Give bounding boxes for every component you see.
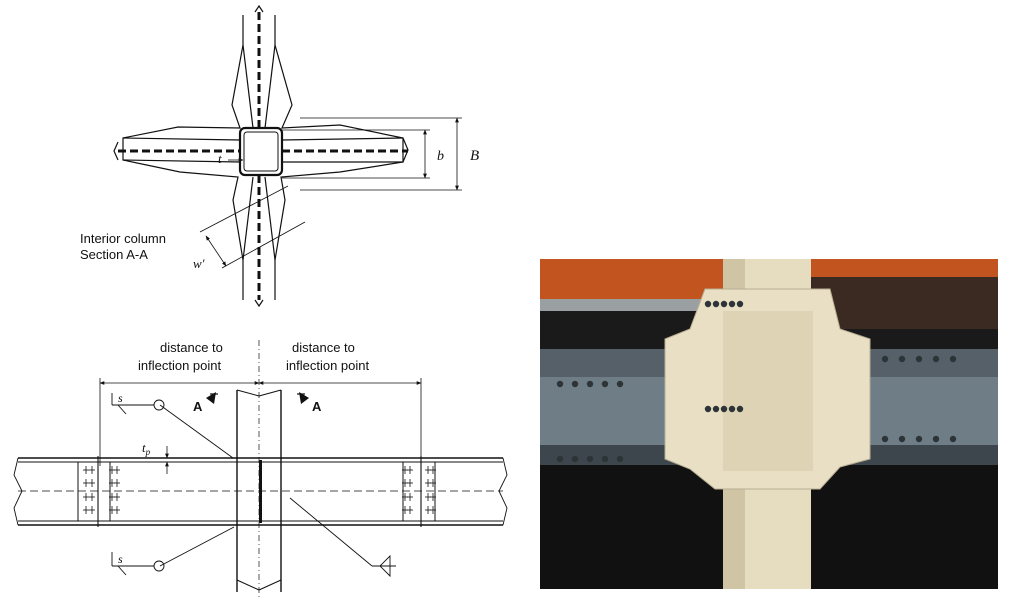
ext-line — [199, 185, 289, 233]
break-mark — [498, 457, 508, 526]
weld-leader-right — [289, 497, 373, 567]
left-dim-label-line1: distance to — [160, 340, 223, 355]
bolt — [736, 300, 744, 308]
weld-fillet-top — [117, 404, 127, 415]
label-B: B — [470, 148, 479, 164]
break-mark — [113, 141, 119, 161]
weld-symbol-top-label: s — [118, 391, 123, 405]
elevation-view — [13, 340, 508, 600]
section-mark-left: A — [193, 399, 203, 414]
connection-photo — [540, 259, 998, 589]
elevation-bolt-marks — [83, 466, 436, 514]
section-a-a-view — [113, 4, 462, 308]
timber-beam — [810, 277, 998, 329]
bolt — [571, 380, 579, 388]
bolt — [932, 435, 940, 443]
wing-line — [264, 176, 276, 261]
bolt — [898, 435, 906, 443]
break-mark — [402, 137, 409, 163]
bolt — [616, 455, 624, 463]
shear-plate — [259, 460, 262, 523]
photo-bolts — [556, 300, 957, 463]
wing-line — [281, 137, 404, 141]
left-splice-plate — [77, 461, 111, 522]
bolt — [949, 355, 957, 363]
right-splice-plate — [402, 461, 436, 522]
box-column-inner — [243, 131, 279, 172]
break-mark — [13, 457, 23, 526]
wing-line — [242, 176, 254, 261]
break-mark — [254, 299, 264, 308]
metal-deck-edge — [540, 299, 740, 311]
left-dim-label-line2: inflection point — [138, 358, 221, 373]
bolt — [915, 355, 923, 363]
weld-leader-bottom — [159, 526, 235, 567]
column-cut — [236, 579, 260, 591]
section-arrow-right — [299, 392, 309, 404]
bolt — [601, 455, 609, 463]
bolt — [586, 380, 594, 388]
bolt — [704, 300, 712, 308]
break-mark — [254, 4, 264, 13]
bolt — [915, 435, 923, 443]
bolt — [704, 405, 712, 413]
weld-symbol-right — [379, 554, 391, 578]
right-dim-label-line2: inflection point — [286, 358, 369, 373]
weld-all-around-top — [153, 399, 165, 411]
label-w-prime: w′ — [193, 256, 205, 271]
cruciform-plate-outline — [122, 15, 404, 300]
bolt — [881, 355, 889, 363]
bolt — [728, 405, 736, 413]
dim-w — [205, 235, 227, 267]
section-caption-line2: Section A-A — [80, 247, 148, 262]
wing-line — [122, 137, 241, 141]
bolt — [571, 455, 579, 463]
bolt — [881, 435, 889, 443]
weld-all-around-bottom — [153, 560, 165, 572]
bolt — [898, 355, 906, 363]
bolt — [712, 300, 720, 308]
ext-line — [221, 221, 306, 269]
bolt — [949, 435, 957, 443]
bolt — [616, 380, 624, 388]
column-cut — [236, 389, 260, 397]
weld-fillet-bottom — [117, 565, 127, 576]
right-dim-label-line1: distance to — [292, 340, 355, 355]
section-mark-right: A — [312, 399, 322, 414]
wing-line — [264, 44, 276, 129]
photo-illustration — [540, 259, 998, 589]
wing-line — [122, 159, 241, 163]
bolt — [720, 300, 728, 308]
bolt — [586, 455, 594, 463]
bolt — [736, 405, 744, 413]
box-column — [238, 126, 284, 177]
bolt — [556, 380, 564, 388]
bolt — [728, 300, 736, 308]
bolt — [712, 405, 720, 413]
bolt — [556, 455, 564, 463]
bolt — [720, 405, 728, 413]
wing-line — [242, 44, 254, 129]
column-cut — [258, 579, 282, 591]
label-b: b — [437, 149, 444, 164]
section-caption-line1: Interior column — [80, 231, 166, 246]
weld-symbol-bottom-label: s — [118, 552, 123, 566]
column-through-plate — [723, 311, 813, 471]
column-cut — [258, 389, 282, 397]
weld-leader-top — [159, 404, 234, 459]
label-tp: tp — [142, 440, 151, 457]
section-arrow-left — [206, 392, 216, 404]
label-t: t — [218, 151, 222, 166]
bolt — [932, 355, 940, 363]
bolt — [601, 380, 609, 388]
